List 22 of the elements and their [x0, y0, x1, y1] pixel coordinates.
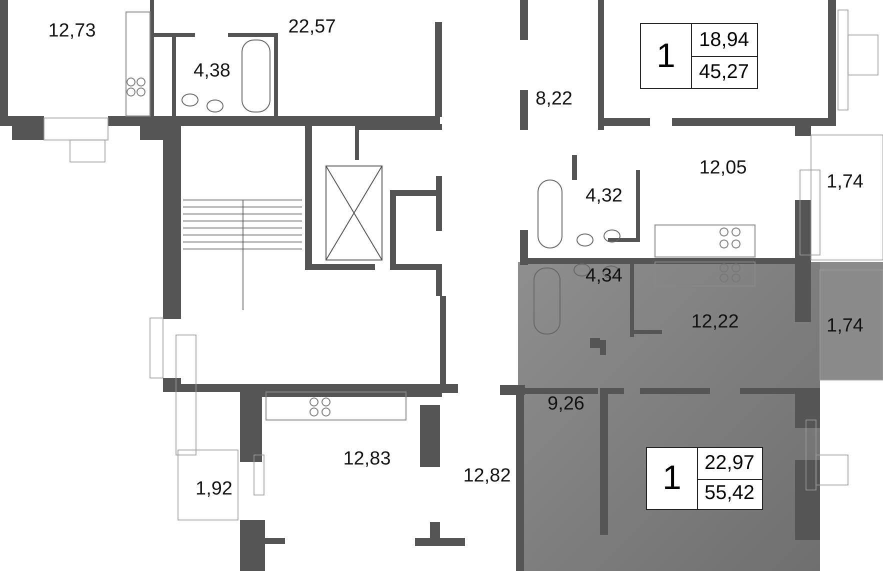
room-area-label: 4,32: [586, 186, 622, 206]
total-area: 45,27: [691, 56, 757, 88]
room-area-label: 12,22: [691, 312, 739, 332]
room-area-label: 1,74: [826, 172, 864, 192]
apartment-badge: [640, 23, 758, 89]
room-area-label: 9,26: [548, 394, 584, 414]
room-area-label: 22,57: [288, 18, 336, 36]
room-area-label: 8,22: [536, 90, 572, 108]
room-area-label: 12,82: [463, 466, 511, 486]
room-area-label: 12,73: [48, 22, 96, 40]
room-area-label: 4,34: [586, 266, 622, 286]
room-count: 1: [647, 448, 698, 509]
total-area: 55,42: [697, 478, 762, 509]
room-count: 1: [641, 24, 692, 88]
living-area: 22,97: [697, 448, 762, 480]
room-area-label: 12,05: [699, 158, 747, 178]
room-area-label: 1,74: [826, 316, 864, 336]
living-area: 18,94: [691, 24, 757, 57]
room-area-label: 4,38: [194, 62, 230, 80]
room-area-label: 12,83: [343, 450, 391, 468]
apartment-badge: [646, 447, 763, 510]
room-area-label: 1,92: [196, 480, 232, 498]
